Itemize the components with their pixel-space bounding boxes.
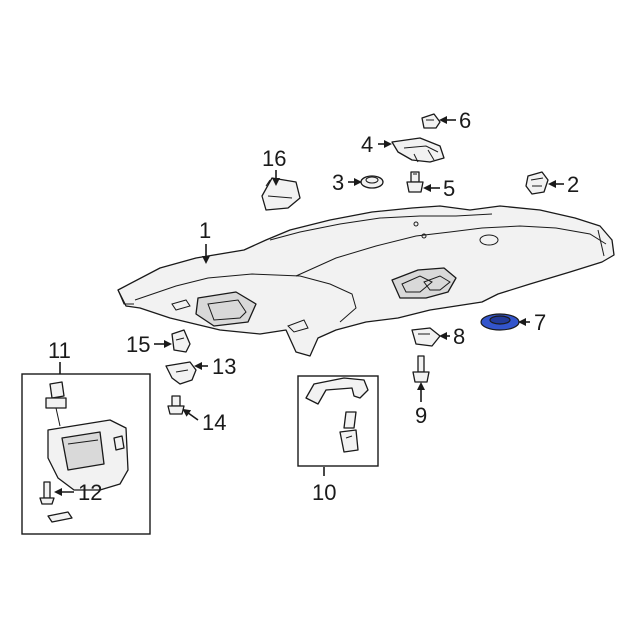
lamp-part-16 [261,177,301,211]
callout-1: 1 [199,218,211,243]
leader-14 [182,408,199,421]
callout-2: 2 [567,172,579,197]
callout-12: 12 [78,480,102,505]
leader-lines [54,116,564,496]
grab-handle-box [297,375,379,467]
callout-8: 8 [453,324,465,349]
bolt-part-5 [406,171,424,193]
bolt-part-9 [412,355,430,383]
clip-part-2 [525,171,549,195]
callout-13: 13 [212,354,236,379]
clip-part-6 [421,113,441,129]
callout-3: 3 [332,170,344,195]
callout-9: 9 [415,403,427,428]
headliner-part [117,205,615,357]
seal-part-7 [480,313,520,331]
hook-part-13 [165,361,197,385]
callout-10: 10 [312,480,336,505]
clip-part-8 [411,327,441,347]
clip-part-15 [171,329,191,353]
callout-7: 7 [534,310,546,335]
callout-14: 14 [202,410,226,435]
callout-5: 5 [443,176,455,201]
sun-visor-box [21,373,151,535]
callout-6: 6 [459,108,471,133]
callout-numbers: 1 2 3 4 5 6 7 8 9 10 11 12 13 14 15 16 [48,108,579,505]
plug-part-3 [360,175,384,189]
bracket-part-4 [391,137,445,163]
callout-16: 16 [262,146,286,171]
callout-4: 4 [361,132,373,157]
callout-15: 15 [126,332,150,357]
screw-part-14 [167,395,185,415]
callout-11: 11 [48,338,71,363]
